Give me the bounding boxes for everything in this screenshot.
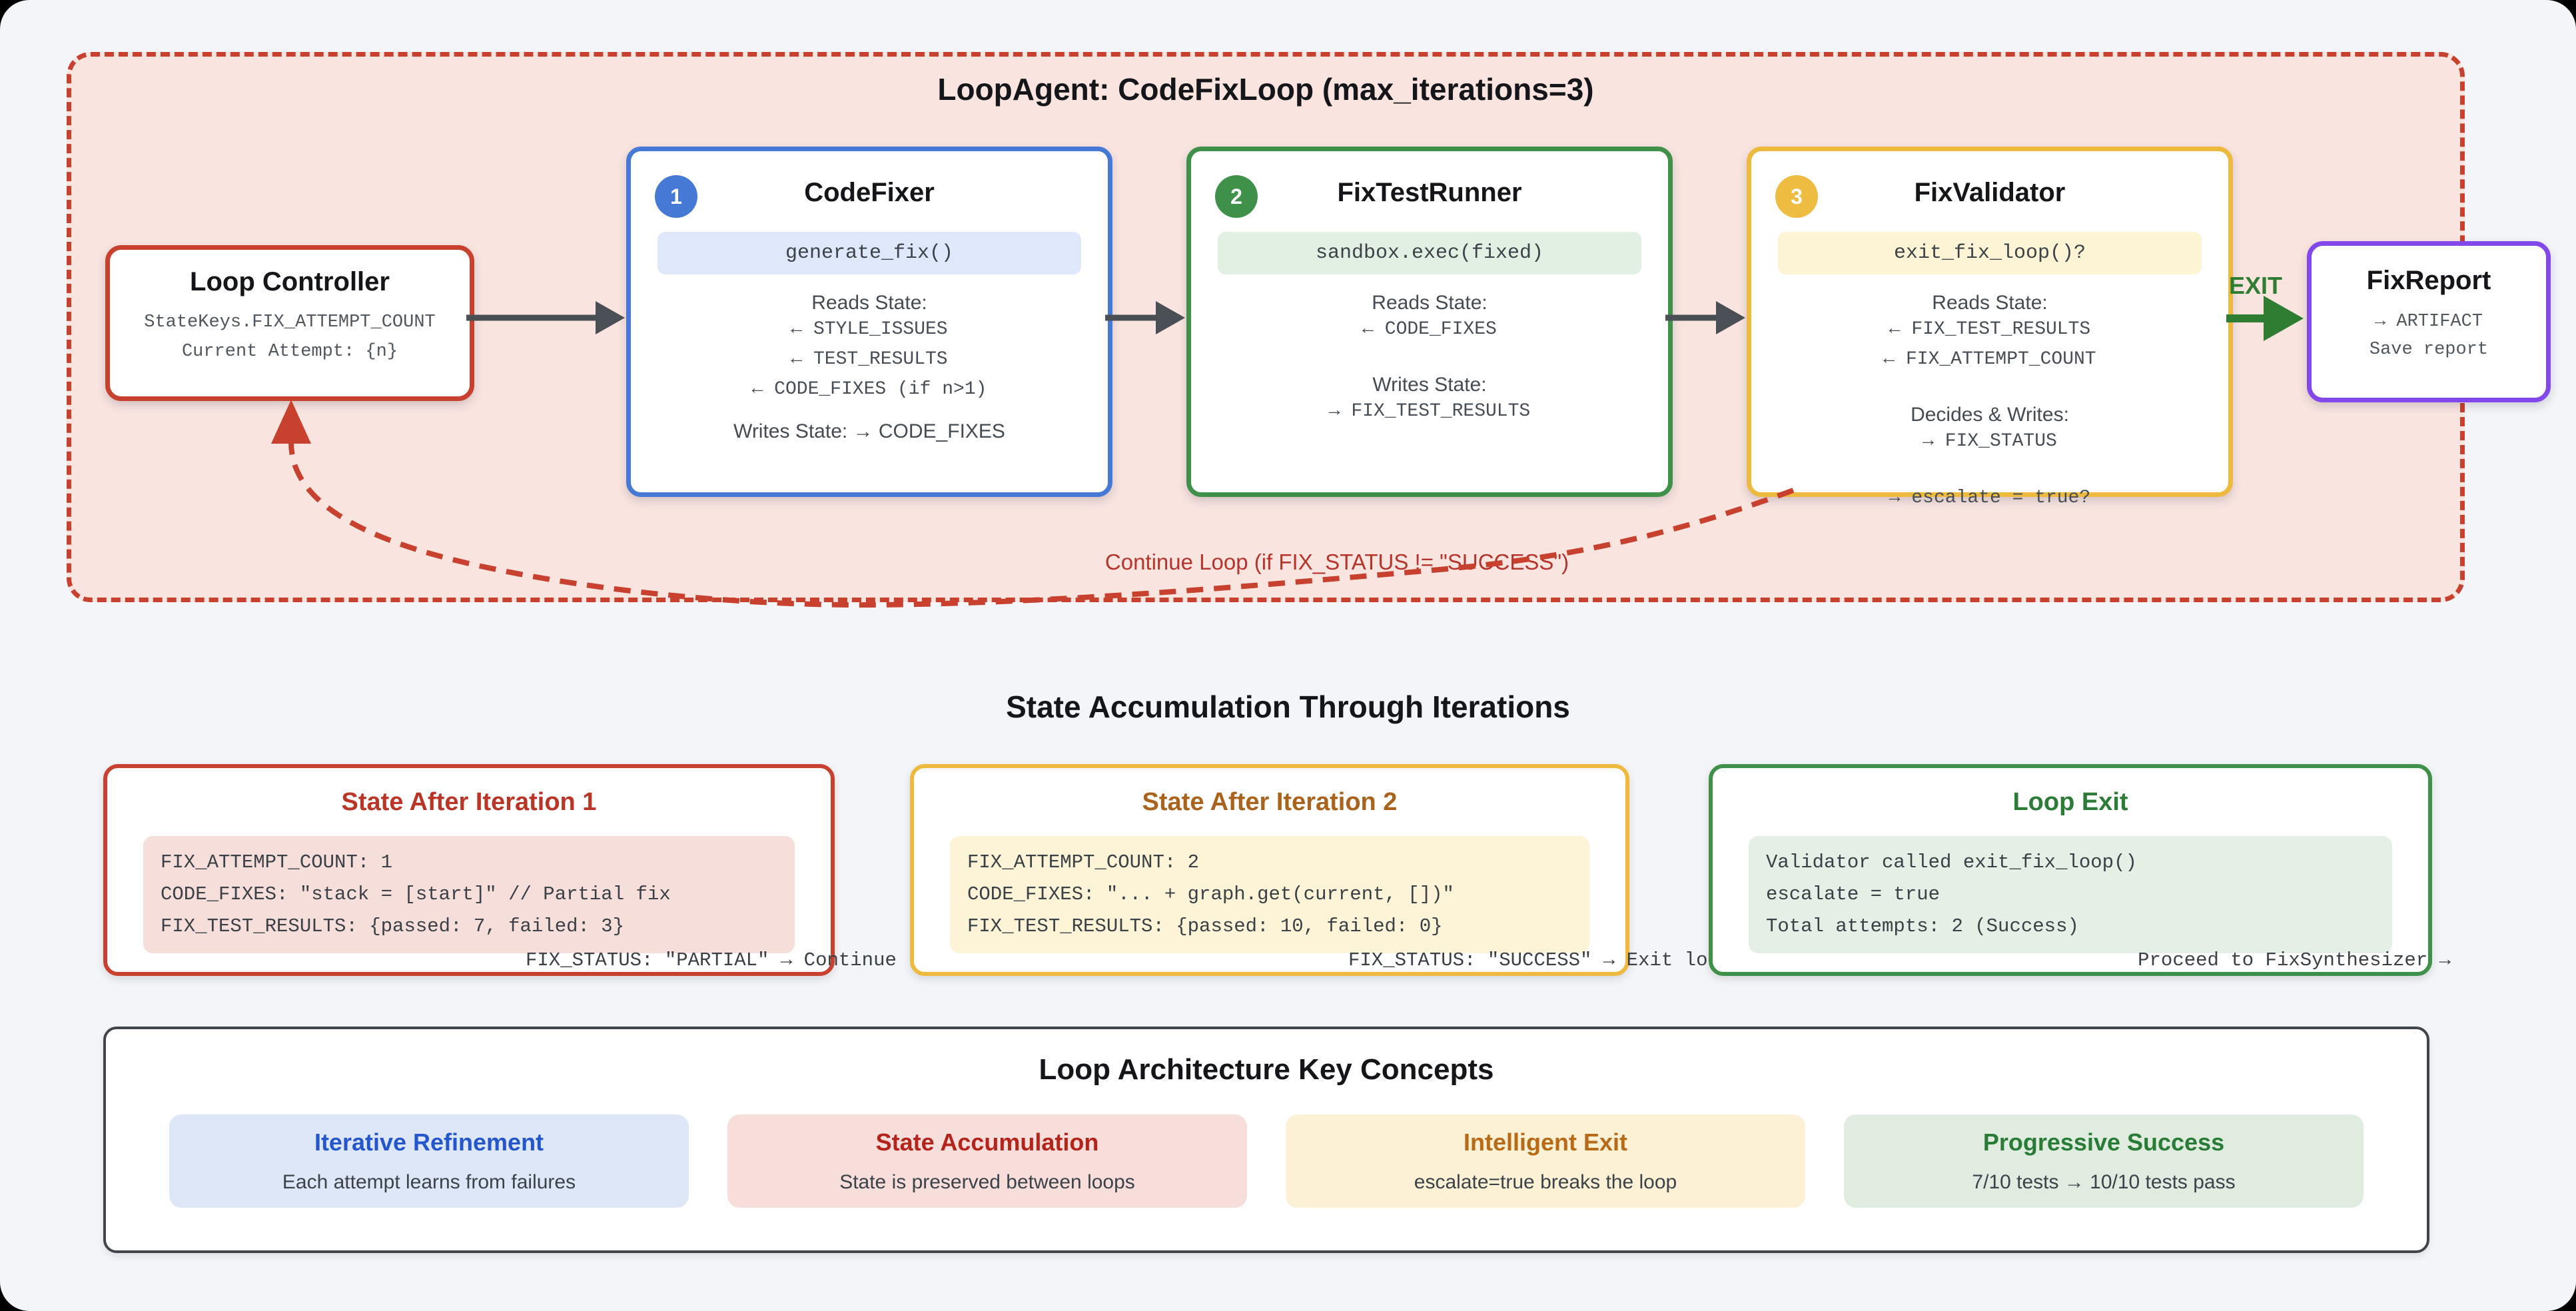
fixtestrunner-writes-label: Writes State: [1372,374,1487,396]
loop-exit-proceed-line: Proceed to FixSynthesizer → [2138,949,2451,971]
loop-controller-statekey: StateKeys.FIX_ATTEMPT_COUNT [144,312,436,332]
fixreport-title: FixReport [2366,266,2491,295]
state-iteration2-title: State After Iteration 2 [1142,788,1398,816]
concept-state-accumulation: State Accumulation State is preserved be… [727,1114,1247,1208]
fixvalidator-code: exit_fix_loop()? [1778,232,2202,274]
concept-subtitle: escalate=true breaks the loop [1414,1171,1677,1193]
fixtestrunner-code: sandbox.exec(fixed) [1218,232,1641,274]
loop-exit-title: Loop Exit [2012,788,2128,816]
state-iteration1-status-line: FIX_STATUS: "PARTIAL" → Continue loop [526,949,955,971]
loop-controller-attempt: Current Attempt: {n} [181,342,398,362]
concept-subtitle: State is preserved between loops [839,1171,1135,1193]
codefixer-card: 1 CodeFixer generate_fix() Reads State: … [626,147,1112,497]
concept-title: Progressive Success [1982,1128,2225,1156]
fixvalidator-reads-label: Reads State: [1932,292,2048,314]
state-iteration2-status-line: FIX_STATUS: "SUCCESS" → Exit loop [1348,949,1731,971]
fixvalidator-write-item: → FIX_STATUS [1923,431,2057,452]
codefixer-title: CodeFixer [804,178,935,207]
fixreport-artifact-line: → ARTIFACT [2374,312,2483,332]
loop-controller-title: Loop Controller [190,267,390,296]
concept-title: State Accumulation [875,1128,1099,1156]
step-badge-2: 2 [1215,175,1258,218]
codefixer-writes-line: Writes State: → CODE_FIXES [733,420,1005,442]
step-badge-3: 3 [1775,175,1818,218]
loop-exit-code: Validator called exit_fix_loop() escalat… [1749,836,2392,953]
fixvalidator-read-item: ← FIX_TEST_RESULTS [1889,319,2091,340]
key-concepts-panel: Loop Architecture Key Concepts Iterative… [103,1027,2429,1253]
fixtestrunner-write-item: → FIX_TEST_RESULTS [1328,401,1531,422]
state-iteration2-card: State After Iteration 2 FIX_ATTEMPT_COUN… [910,764,1731,976]
concept-subtitle: Each attempt learns from failures [282,1171,576,1193]
concept-title: Intelligent Exit [1463,1128,1628,1156]
loop-agent-container: LoopAgent: CodeFixLoop (max_iterations=3… [67,52,2465,602]
concept-intelligent-exit: Intelligent Exit escalate=true breaks th… [1286,1114,1805,1208]
concept-subtitle: 7/10 tests → 10/10 tests pass [1972,1171,2236,1193]
codefixer-read-item: ← STYLE_ISSUES [791,319,948,340]
codefixer-read-item: ← CODE_FIXES (if n>1) [751,379,987,400]
fixreport-save-line: Save report [2369,340,2489,360]
fixtestrunner-reads-label: Reads State: [1372,292,1488,314]
fixvalidator-card: 3 FixValidator exit_fix_loop()? Reads St… [1747,147,2233,508]
fixreport-card: FixReport → ARTIFACT Save report [2307,241,2551,402]
concept-progressive-success: Progressive Success 7/10 tests → 10/10 t… [1844,1114,2363,1208]
continue-loop-label: Continue Loop (if FIX_STATUS != "SUCCESS… [1104,550,1569,574]
key-concepts-row: Iterative Refinement Each attempt learns… [106,1114,2427,1208]
loop-exit-card: Loop Exit Validator called exit_fix_loop… [1709,764,2451,976]
loop-controller-card: Loop Controller StateKeys.FIX_ATTEMPT_CO… [105,245,474,401]
codefixer-reads-label: Reads State: [811,292,927,314]
fixvalidator-read-item: ← FIX_ATTEMPT_COUNT [1883,349,2096,370]
state-iteration2-code: FIX_ATTEMPT_COUNT: 2 CODE_FIXES: "... + … [950,836,1589,953]
codefixer-code: generate_fix() [657,232,1081,274]
fixvalidator-decides-label: Decides & Writes: [1911,404,2069,426]
fixtestrunner-card: 2 FixTestRunner sandbox.exec(fixed) Read… [1186,147,1673,497]
key-concepts-title: Loop Architecture Key Concepts [1039,1053,1494,1086]
fixvalidator-escalate-line: → escalate = true? [1889,488,2091,508]
state-iteration1-code: FIX_ATTEMPT_COUNT: 1 CODE_FIXES: "stack … [143,836,795,953]
fixvalidator-title: FixValidator [1914,178,2066,207]
loop-title: LoopAgent: CodeFixLoop (max_iterations=3… [937,72,1594,107]
concept-iterative-refinement: Iterative Refinement Each attempt learns… [169,1114,689,1208]
codefixer-read-item: ← TEST_RESULTS [791,349,948,370]
step-badge-1: 1 [655,175,697,218]
fixtestrunner-read-item: ← CODE_FIXES [1362,319,1497,340]
state-iteration1-card: State After Iteration 1 FIX_ATTEMPT_COUN… [103,764,955,976]
state-iteration1-title: State After Iteration 1 [341,788,597,816]
fixtestrunner-title: FixTestRunner [1337,178,1522,207]
exit-label: EXIT [2228,272,2282,299]
concept-title: Iterative Refinement [314,1128,544,1156]
states-section-title: State Accumulation Through Iterations [1006,689,1570,724]
